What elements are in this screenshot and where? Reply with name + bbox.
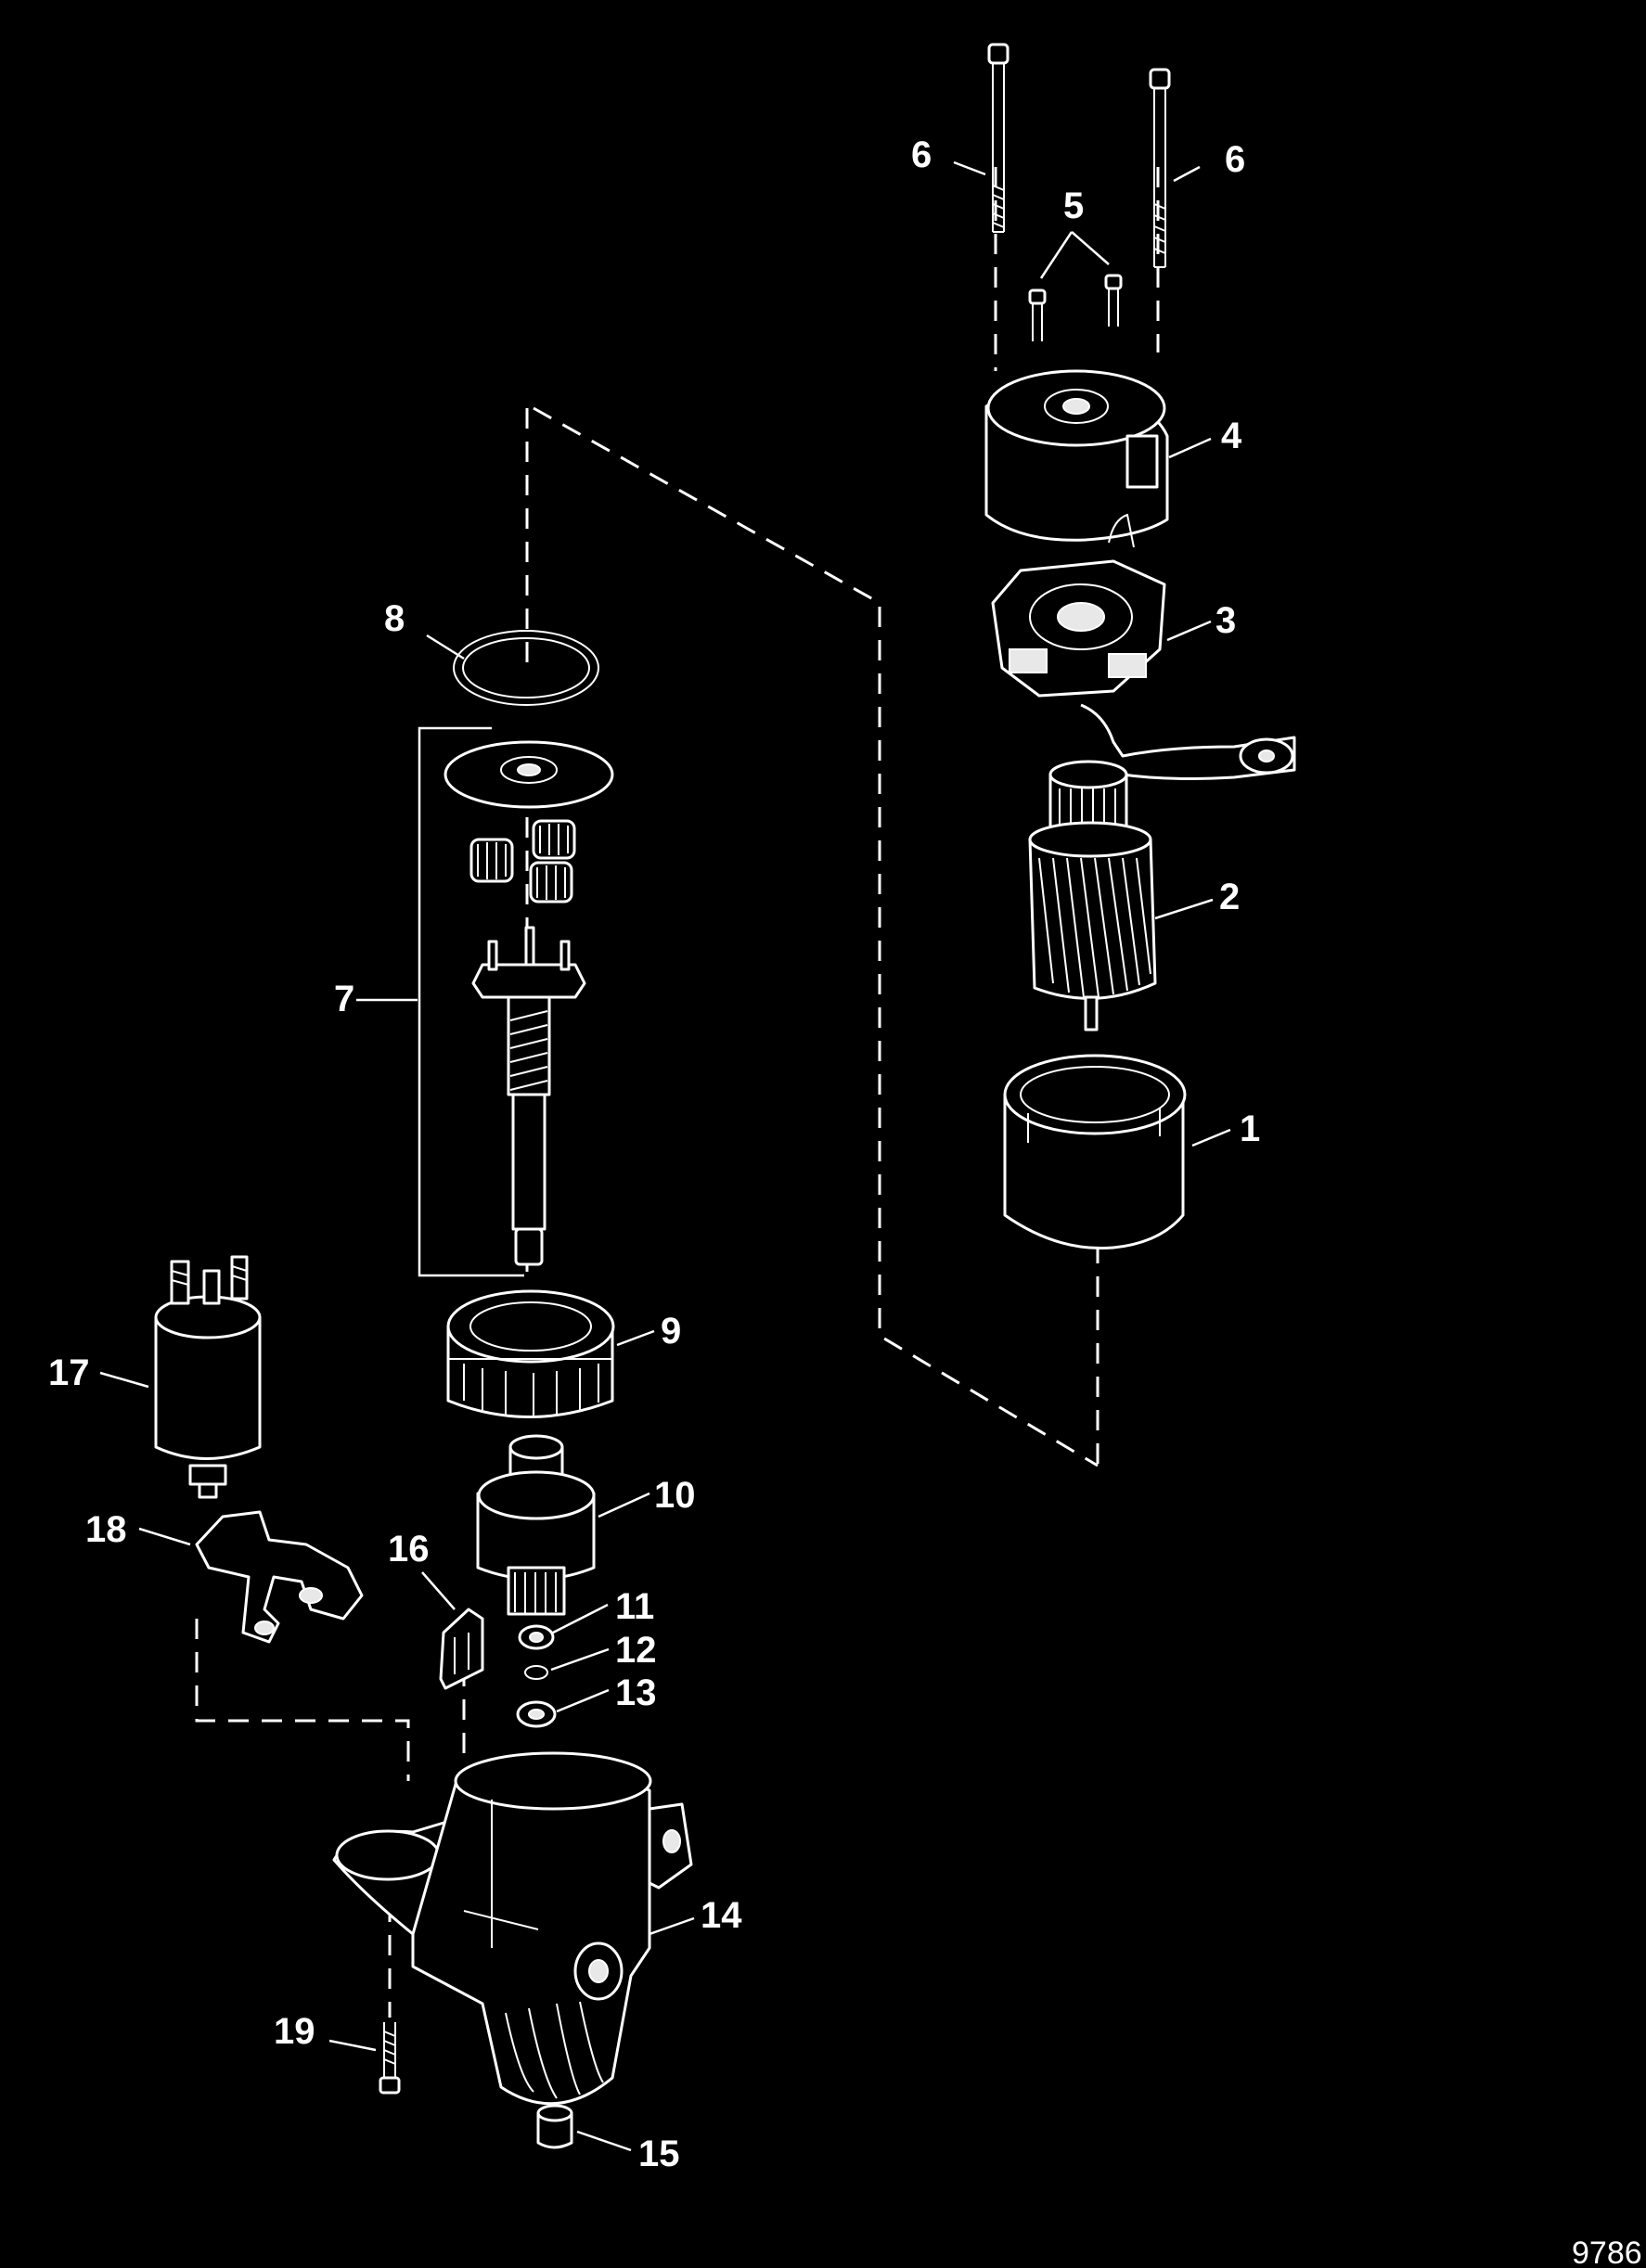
label-part-9: 9	[661, 1311, 681, 1352]
label-part-10: 10	[654, 1475, 696, 1516]
label-part-18: 18	[85, 1509, 127, 1550]
part-15-bushing	[536, 2104, 573, 2149]
part-10-drive-clutch	[476, 1434, 596, 1616]
part-3-brush-holder	[991, 559, 1296, 780]
label-part-1: 1	[1240, 1108, 1260, 1149]
label-part-3: 3	[1215, 600, 1236, 641]
label-part-15: 15	[638, 2133, 680, 2174]
label-part-4: 4	[1221, 416, 1242, 456]
label-part-2: 2	[1219, 877, 1240, 917]
part-16-clip	[439, 1608, 484, 1690]
part-5-screws	[1028, 274, 1123, 341]
part-2-armature	[1028, 760, 1157, 1031]
part-9-ring-gear	[446, 1289, 615, 1418]
label-part-7: 7	[334, 979, 354, 1019]
figure-number: 9786	[1572, 2236, 1642, 2268]
label-part-19: 19	[274, 2011, 315, 2052]
label-part-8: 8	[384, 598, 405, 639]
label-part-13: 13	[615, 1672, 657, 1713]
label-part-6-left: 6	[911, 135, 932, 175]
part-13-thrust-collar	[516, 1700, 557, 1728]
part-labels: 6 6 5 4 3 2 1 8 7 9 10 11 12 13 14 15 16…	[48, 135, 1260, 2174]
part-14-drive-housing	[332, 1751, 693, 2106]
label-part-17: 17	[48, 1352, 90, 1393]
part-8-o-ring	[453, 630, 599, 706]
label-part-5: 5	[1063, 186, 1084, 226]
label-part-6-right: 6	[1225, 139, 1245, 180]
part-17-solenoid	[154, 1255, 262, 1499]
label-part-16: 16	[388, 1529, 430, 1570]
part-11-collar	[518, 1624, 555, 1650]
leader-lines	[99, 160, 1231, 2152]
label-part-11: 11	[615, 1586, 654, 1627]
part-4-end-cap	[984, 369, 1169, 548]
part-18-shift-fork	[195, 1510, 364, 1644]
part-1-field-frame	[1003, 1054, 1187, 1250]
label-part-14: 14	[701, 1895, 742, 1936]
part-12-retaining-ring	[524, 1665, 548, 1680]
part-6-bolt-left	[987, 43, 1009, 233]
part-7-planetary-shaft-assembly	[418, 726, 614, 1277]
label-part-12: 12	[615, 1630, 657, 1671]
part-19-bolt	[379, 2022, 401, 2095]
part-6-bolt-right	[1149, 68, 1171, 268]
